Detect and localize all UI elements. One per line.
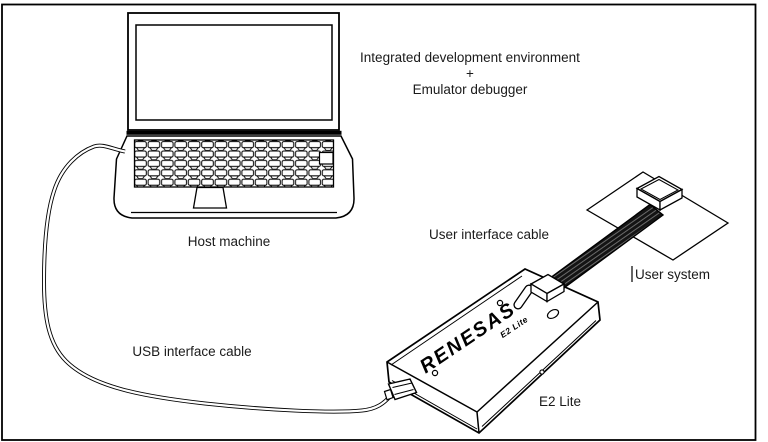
ide-label-line3: Emulator debugger xyxy=(412,82,528,97)
usb-cable-core xyxy=(42,144,391,413)
user-system-connector xyxy=(635,175,684,212)
e2-lite-oval-hole xyxy=(546,308,560,320)
usb-plug xyxy=(383,378,418,401)
e2-lite-screw-hole xyxy=(431,369,439,377)
host-machine-label: Host machine xyxy=(187,234,271,249)
e2-lite-device: RENESAS E2 Lite xyxy=(383,268,601,435)
usb-interface-cable-label: USB interface cable xyxy=(132,344,252,359)
laptop-keyboard xyxy=(133,139,335,188)
user-system-label: User system xyxy=(635,267,711,282)
laptop-enter-key xyxy=(318,151,334,165)
usb-cable xyxy=(41,143,392,414)
user-interface-cable-label: User interface cable xyxy=(428,227,550,242)
laptop-screen xyxy=(135,24,333,121)
laptop-hinge xyxy=(126,130,342,135)
diagram-border xyxy=(1,3,757,441)
e2-lite-foot xyxy=(539,369,545,375)
e2-lite-body-edges xyxy=(386,301,599,434)
ide-label-line2: + xyxy=(466,66,474,81)
laptop-trackpad xyxy=(192,186,228,209)
ide-label-line1: Integrated development environment xyxy=(360,50,580,65)
ide-environment-label: Integrated development environment + Emu… xyxy=(338,50,602,98)
e2-lite-label: E2 Lite xyxy=(538,394,582,409)
host-machine-laptop xyxy=(113,12,355,219)
e2-lite-screw-hole xyxy=(496,299,504,307)
e2-lite-connector xyxy=(529,273,566,303)
